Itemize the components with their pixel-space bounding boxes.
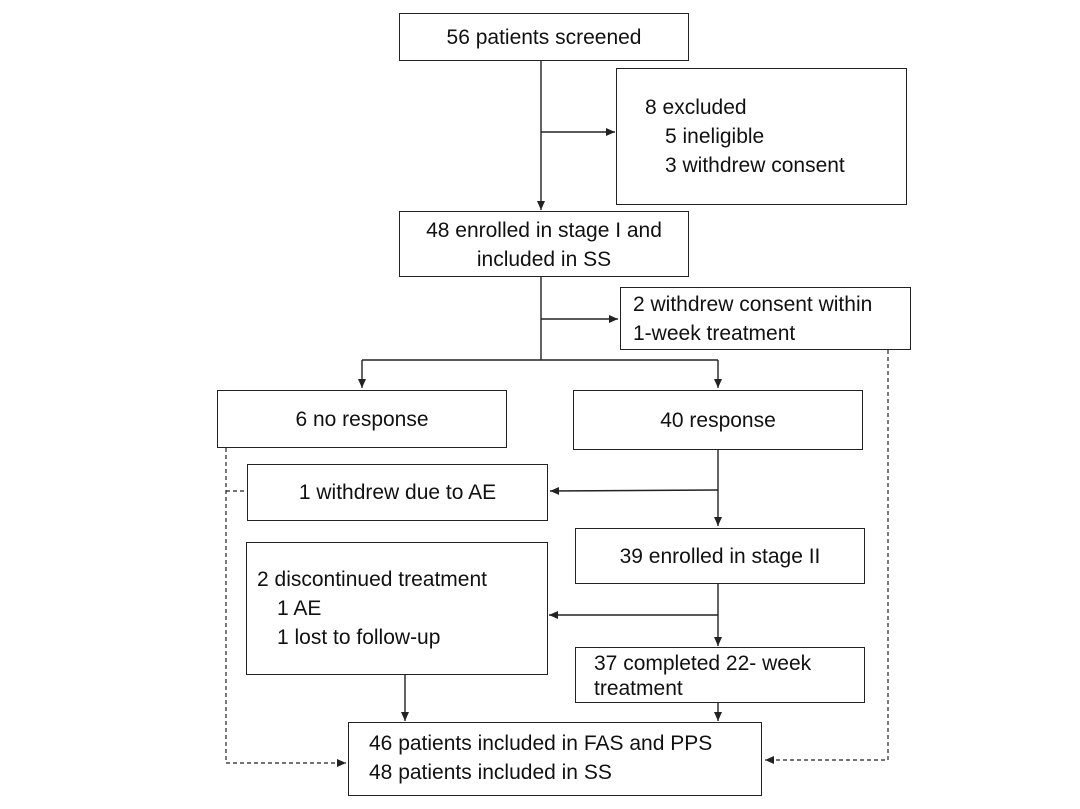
withdrew-week1-line1: 2 withdrew consent within [633, 293, 873, 316]
withdrew-ae-text: 1 withdrew due to AE [298, 481, 497, 504]
screened-text: 56 patients screened [446, 25, 642, 49]
enrolled-stage2-box: 39 enrolled in stage II [575, 528, 865, 584]
enrolled-stage1-line1: 48 enrolled in stage I and [426, 219, 662, 242]
response-text: 40 response [660, 408, 776, 432]
discontinued-title: 2 discontinued treatment [257, 568, 487, 591]
discontinued-box: 2 discontinued treatment 1 AE 1 lost to … [246, 542, 548, 675]
withdrew-week1-box: 2 withdrew consent within 1-week treatme… [620, 287, 911, 350]
response-box: 40 response [573, 390, 863, 450]
final-line2: 48 patients included in SS [369, 761, 612, 784]
excluded-title: 8 excluded [645, 96, 747, 119]
discontinued-item-lost: 1 lost to follow-up [277, 626, 441, 649]
discontinued-item-ae: 1 AE [277, 597, 322, 620]
excluded-item-ineligible: 5 ineligible [665, 125, 765, 148]
dashed-no-response-to-final [225, 448, 346, 767]
completed-line1: 37 completed 22- week [594, 652, 812, 675]
final-box: 46 patients included in FAS and PPS 48 p… [348, 722, 762, 796]
dashed-withdrew-week1-to-final [765, 350, 889, 764]
excluded-box: 8 excluded 5 ineligible 3 withdrew conse… [616, 68, 907, 205]
withdrew-week1-line2: 1-week treatment [633, 322, 796, 345]
no-response-text: 6 no response [295, 407, 429, 431]
completed-box: 37 completed 22- week treatment [575, 647, 865, 703]
final-line1: 46 patients included in FAS and PPS [369, 732, 713, 755]
arrow-to-withdrew-ae [549, 486, 719, 495]
excluded-item-withdrew: 3 withdrew consent [665, 154, 845, 177]
enrolled-stage1-box: 48 enrolled in stage I and included in S… [399, 211, 689, 277]
enrolled-stage1-line2: included in SS [476, 248, 612, 271]
no-response-box: 6 no response [217, 390, 507, 448]
withdrew-ae-box: 1 withdrew due to AE [247, 464, 548, 521]
enrolled-stage2-text: 39 enrolled in stage II [619, 544, 821, 568]
screened-box: 56 patients screened [399, 13, 689, 61]
completed-line2: treatment [594, 677, 683, 700]
